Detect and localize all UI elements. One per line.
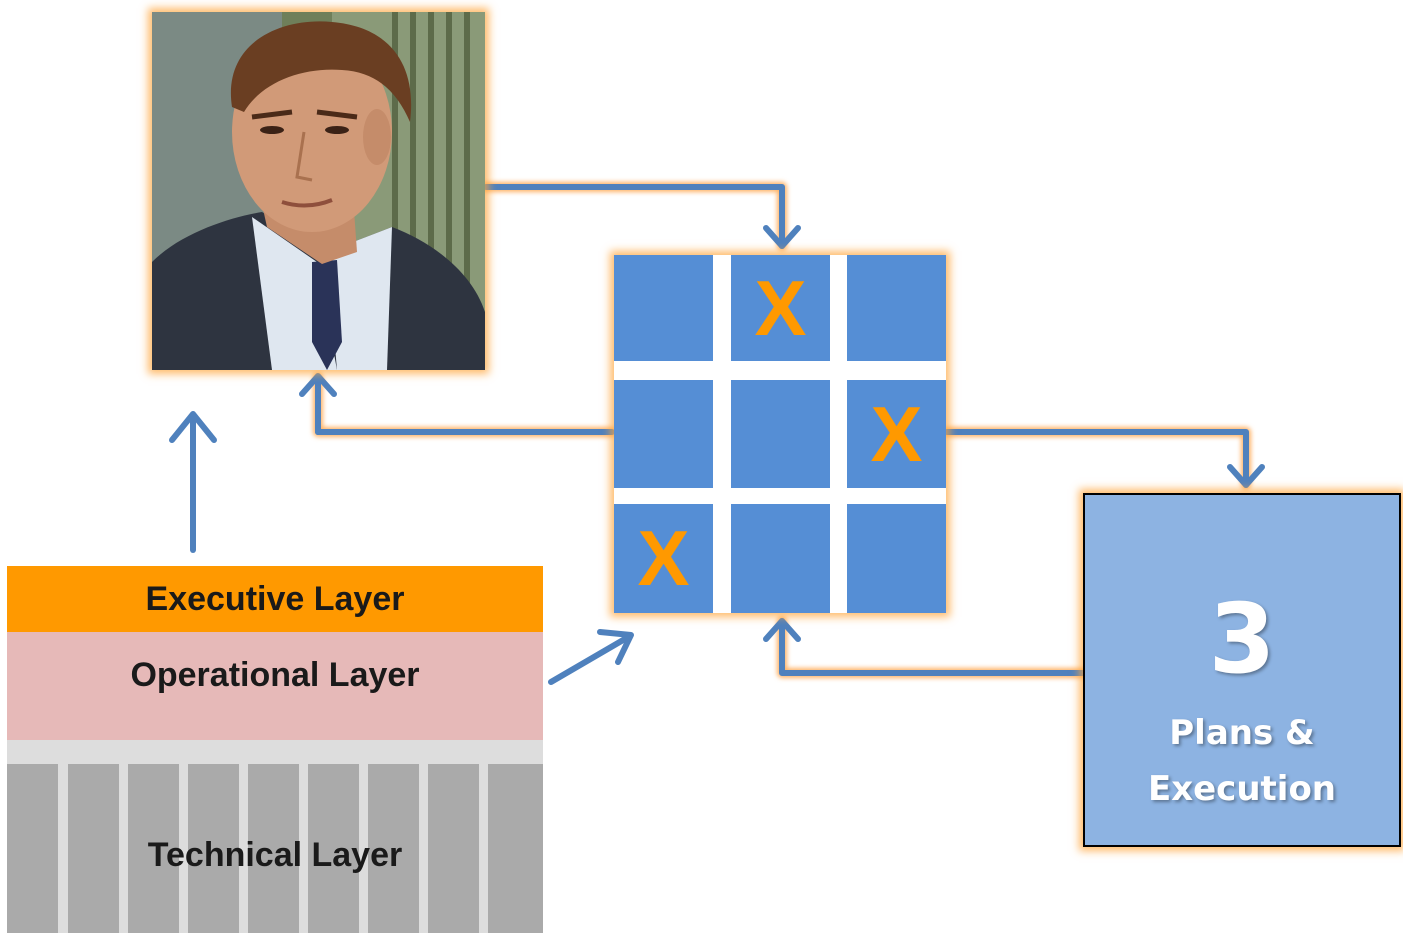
- technical-pillar: [308, 764, 359, 933]
- grid-cell: [731, 504, 830, 613]
- grid-cell: [847, 504, 946, 613]
- grid-cell: X: [847, 380, 946, 488]
- technical-pillar: [188, 764, 239, 933]
- layers-to-grid-arrow: [548, 633, 633, 685]
- arrowhead: [763, 225, 801, 249]
- grid-cell: [847, 255, 946, 361]
- operational-layer-label: Operational Layer: [130, 656, 420, 694]
- arrowhead: [597, 629, 634, 665]
- executive-layer: Executive Layer: [7, 566, 543, 632]
- arrowhead: [1227, 464, 1265, 488]
- arrowhead: [169, 411, 217, 443]
- technical-pillar: [488, 764, 543, 933]
- plans-to-grid-arrow: [779, 618, 1088, 676]
- tic-tac-toe-grid: X X X: [614, 255, 946, 613]
- grid-cell: [731, 380, 830, 488]
- arrowhead: [763, 618, 801, 642]
- photo-to-grid-arrow: [483, 184, 785, 249]
- operational-layer: Operational Layer: [7, 632, 543, 740]
- arrowhead: [299, 373, 337, 397]
- technical-pillar: [7, 764, 58, 933]
- grid-cell: [614, 380, 713, 488]
- technical-pillar: [68, 764, 119, 933]
- technical-layer-label: Technical Layer: [147, 836, 403, 874]
- technical-layer: Technical Layer: [7, 740, 543, 933]
- technical-pillar: [128, 764, 179, 933]
- grid-cell: X: [731, 255, 830, 361]
- plans-number: 3: [1208, 583, 1276, 695]
- technical-pillar: [428, 764, 479, 933]
- portrait-photo: [152, 12, 485, 370]
- plans-label: Plans & Execution: [1147, 713, 1337, 809]
- executive-layer-label: Executive Layer: [145, 579, 405, 618]
- plans-execution-box: 3 Plans & Execution: [1083, 493, 1401, 847]
- grid-cell: X: [614, 504, 713, 613]
- technical-pillar: [368, 764, 419, 933]
- technical-pillar: [248, 764, 299, 933]
- grid-cell: [614, 255, 713, 361]
- grid-to-plans-arrow: [944, 429, 1249, 488]
